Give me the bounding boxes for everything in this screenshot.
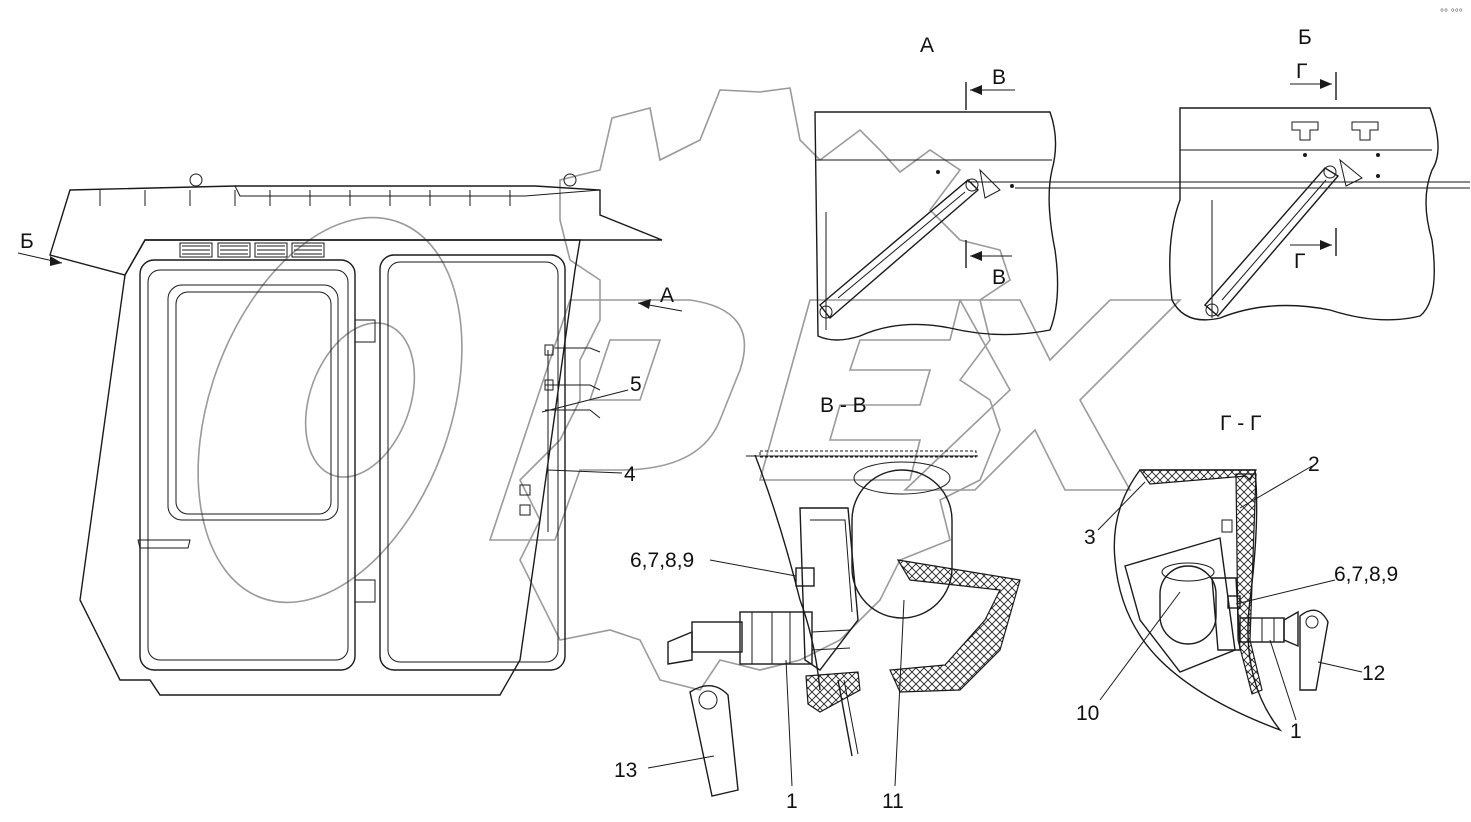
section-mark-v-bottom: В: [992, 266, 1006, 289]
view-label-b: Б: [1298, 26, 1312, 49]
callout-1-left: 1: [786, 790, 798, 813]
roof-ribs: [99, 190, 511, 206]
callout-11: 11: [882, 790, 904, 813]
callout-13: 13: [614, 759, 637, 782]
section-mark-v-top: В: [992, 66, 1006, 89]
view-arrow-label-a: А: [660, 284, 674, 307]
callout-2: 2: [1308, 453, 1320, 476]
leader-lines: [541, 389, 1363, 787]
callout-10: 10: [1076, 702, 1099, 725]
roof-vents: [179, 242, 325, 258]
corner-mark: °° °°°: [1440, 8, 1463, 19]
callout-4: 4: [624, 463, 636, 486]
section-mark-g-top: Г: [1296, 60, 1307, 83]
cab-main-view: [17, 173, 683, 696]
view-arrow-label-b: Б: [20, 230, 34, 253]
section-vv-detail: [667, 450, 1021, 797]
section-title-vv: В - В: [820, 394, 867, 417]
callout-1-right: 1: [1290, 720, 1302, 743]
callout-6789-right: 6,7,8,9: [1334, 563, 1398, 586]
section-title-gg: Г - Г: [1220, 412, 1261, 435]
view-labels: А Б Б А В В Г Г В - В Г - Г: [20, 26, 1312, 435]
callout-5: 5: [630, 373, 642, 396]
callout-3: 3: [1084, 526, 1096, 549]
view-label-a: А: [920, 34, 934, 57]
view-b-detail: [1169, 72, 1439, 321]
view-a-detail: [814, 82, 1470, 341]
section-gg-detail: [1113, 469, 1329, 732]
callout-6789-left: 6,7,8,9: [630, 549, 694, 572]
callout-labels: 5 4 6,7,8,9 13 1 11 2 3 6,7,8,9 10 12 1: [614, 373, 1398, 813]
section-mark-g-bottom: Г: [1294, 250, 1305, 273]
callout-12: 12: [1362, 662, 1385, 685]
watermark-logo: [197, 87, 1182, 691]
